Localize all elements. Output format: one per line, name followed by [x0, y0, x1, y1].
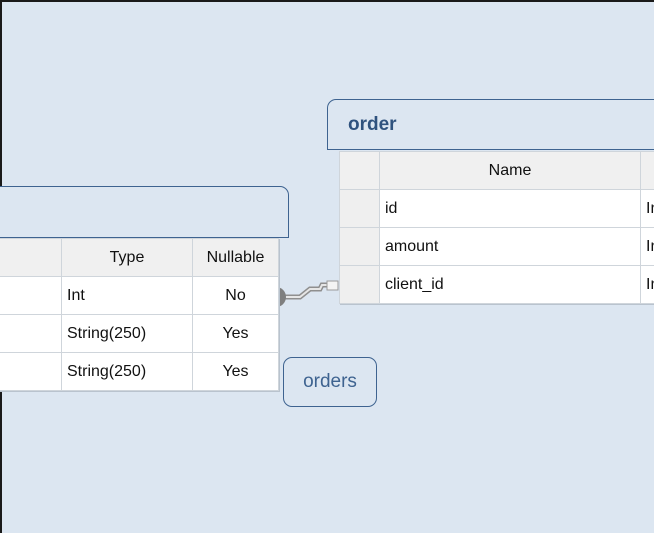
row-handle[interactable] — [339, 227, 380, 266]
column-header-type — [640, 151, 654, 190]
connector-line-inner — [281, 284, 338, 298]
column-header-name — [0, 238, 62, 277]
name-cell[interactable]: client_id — [379, 265, 641, 304]
table-row[interactable]: client_id In — [339, 265, 654, 304]
table-row[interactable]: String(250) Yes — [0, 352, 279, 391]
type-cell[interactable]: In — [640, 227, 654, 266]
order-table-columns: Name id In amount In client_id In — [339, 151, 654, 304]
column-header-nullable: Nullable — [192, 238, 279, 277]
name-cell[interactable] — [0, 352, 62, 391]
table-row[interactable]: id In — [339, 189, 654, 228]
order-table-header[interactable]: order — [327, 99, 654, 150]
name-cell[interactable]: id — [379, 189, 641, 228]
row-handle-header — [339, 151, 380, 190]
nullable-cell[interactable]: Yes — [192, 314, 279, 353]
type-cell[interactable]: In — [640, 265, 654, 304]
row-handle[interactable] — [339, 265, 380, 304]
order-table-title: order — [348, 114, 397, 135]
row-handle[interactable] — [339, 189, 380, 228]
canvas-border-top — [0, 0, 654, 2]
left-table-columns: Type Nullable Int No String(250) Yes Str… — [0, 238, 279, 391]
column-header-type: Type — [61, 238, 193, 277]
connector-end-marker — [326, 280, 339, 291]
name-cell[interactable] — [0, 314, 62, 353]
type-cell[interactable]: Int — [61, 276, 193, 315]
nullable-cell[interactable]: Yes — [192, 352, 279, 391]
table-row[interactable]: Int No — [0, 276, 279, 315]
table-header-row: Type Nullable — [0, 238, 279, 277]
name-cell[interactable] — [0, 276, 62, 315]
relationship-label[interactable]: orders — [283, 357, 377, 407]
name-cell[interactable]: amount — [379, 227, 641, 266]
column-header-name: Name — [379, 151, 641, 190]
nullable-cell[interactable]: No — [192, 276, 279, 315]
left-table-header[interactable] — [0, 186, 289, 238]
type-cell[interactable]: String(250) — [61, 314, 193, 353]
table-header-row: Name — [339, 151, 654, 190]
table-row[interactable]: amount In — [339, 227, 654, 266]
table-row[interactable]: String(250) Yes — [0, 314, 279, 353]
type-cell[interactable]: In — [640, 189, 654, 228]
type-cell[interactable]: String(250) — [61, 352, 193, 391]
